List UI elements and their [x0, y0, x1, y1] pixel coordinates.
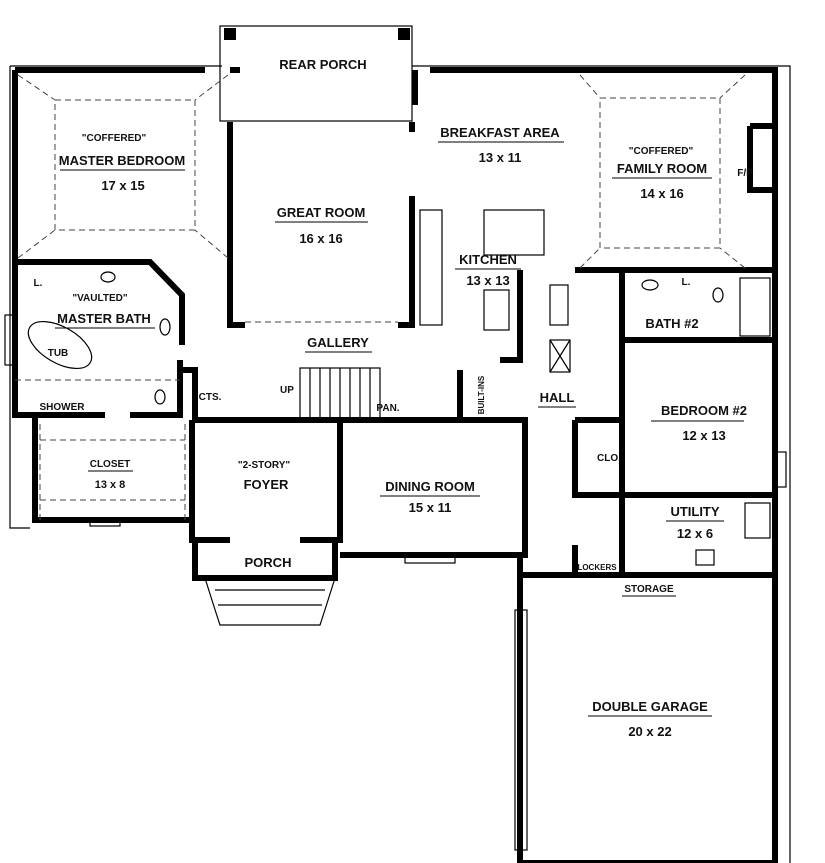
closet-label: CLOSET [90, 459, 131, 470]
rear-porch-area [219, 25, 413, 122]
gallery-label: GALLERY [307, 335, 369, 350]
exterior-outline [9, 65, 791, 863]
master-bedroom-label: MASTER BEDROOM [59, 153, 185, 168]
built-ins-label: BUILT-INS [477, 375, 486, 414]
bath2-linen-label: L. [682, 277, 691, 288]
cts-label: CTS. [199, 392, 222, 403]
utility-size: 12 x 6 [677, 526, 713, 541]
dining-room-size: 15 x 11 [409, 500, 452, 515]
breakfast-area-size: 13 x 11 [479, 150, 522, 165]
walls [12, 67, 778, 863]
fireplace-label: F/P [737, 168, 753, 179]
master-bedroom-size: 17 x 15 [101, 178, 144, 193]
great-room-size: 16 x 16 [299, 231, 342, 246]
bedroom2-size: 12 x 13 [682, 428, 725, 443]
hall-label: HALL [540, 390, 575, 405]
rear-porch-label: REAR PORCH [279, 57, 366, 72]
foyer-label: FOYER [244, 477, 289, 492]
master-bath-note: "VAULTED" [72, 293, 127, 304]
closet-size: 13 x 8 [95, 479, 126, 491]
stairs-up-label: UP [280, 385, 294, 396]
breakfast-area-label: BREAKFAST AREA [440, 125, 560, 140]
bedroom2-closet-label: CLO. [597, 453, 621, 464]
garage-size: 20 x 22 [628, 724, 671, 739]
master-bath-linen-label: L. [34, 278, 43, 289]
family-room-note: "COFFERED" [629, 146, 694, 157]
shower-label: SHOWER [40, 402, 86, 413]
master-bath-label: MASTER BATH [57, 311, 151, 326]
bedroom2-label: BEDROOM #2 [661, 403, 747, 418]
utility-label: UTILITY [670, 504, 719, 519]
lockers-label: LOCKERS [577, 563, 617, 572]
family-room-size: 14 x 16 [640, 186, 683, 201]
porch-label: PORCH [245, 555, 292, 570]
fixtures [4, 209, 787, 851]
pantry-label: PAN. [376, 403, 399, 414]
family-room-label: FAMILY ROOM [617, 161, 707, 176]
bath2-label: BATH #2 [645, 316, 698, 331]
kitchen-label: KITCHEN [459, 252, 517, 267]
dining-room-label: DINING ROOM [385, 479, 475, 494]
tub-label: TUB [48, 348, 69, 359]
kitchen-size: 13 x 13 [466, 273, 509, 288]
garage-label: DOUBLE GARAGE [592, 699, 708, 714]
great-room-label: GREAT ROOM [277, 205, 366, 220]
coffered-ceiling-lines [15, 74, 746, 520]
storage-label: STORAGE [624, 584, 674, 595]
foyer-note: "2-STORY" [238, 460, 291, 471]
master-bedroom-note: "COFFERED" [82, 133, 147, 144]
